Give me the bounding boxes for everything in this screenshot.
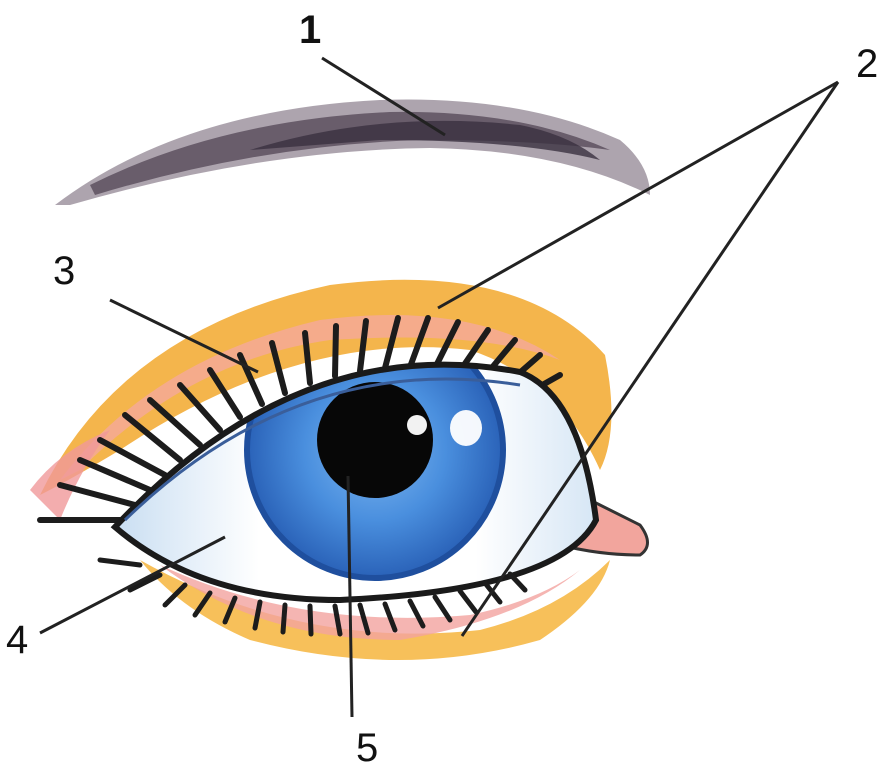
label-5: 5	[356, 728, 378, 765]
label-4: 4	[6, 620, 28, 660]
eyebrow	[55, 100, 650, 206]
label-2: 2	[856, 44, 878, 84]
label-3: 3	[53, 251, 75, 291]
pupil	[317, 382, 433, 498]
highlight-large	[450, 410, 482, 446]
highlight-small	[407, 415, 427, 435]
label-1: 1	[299, 10, 321, 50]
